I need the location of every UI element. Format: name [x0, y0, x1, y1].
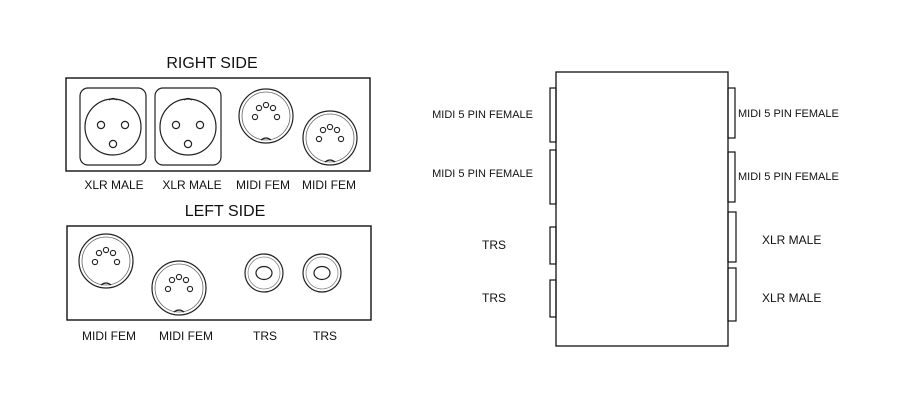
right-port-label-2: MIDI 5 PIN FEMALE [738, 171, 839, 183]
left-port-tab-3 [549, 226, 557, 265]
left-label-2: MIDI FEM [159, 329, 213, 343]
trs-jack-2 [302, 253, 342, 293]
right-label-1: XLR MALE [84, 178, 143, 192]
midi-female-connector-2 [302, 110, 358, 166]
right-port-tab-3 [727, 211, 737, 263]
right-label-2: XLR MALE [162, 178, 221, 192]
right-label-4: MIDI FEM [302, 178, 356, 192]
midi-female-connector-3 [78, 233, 134, 289]
xlr-male-connector-1 [79, 87, 147, 166]
right-side-title: RIGHT SIDE [166, 55, 257, 72]
trs-jack-1 [244, 253, 284, 293]
right-port-tab-2 [727, 151, 736, 203]
midi-female-connector-4 [151, 260, 207, 316]
midi-female-connector-1 [238, 88, 294, 144]
left-label-3: TRS [253, 329, 277, 343]
left-port-label-1: MIDI 5 PIN FEMALE [432, 109, 533, 121]
left-port-tab-2 [549, 149, 557, 205]
left-side-title: LEFT SIDE [185, 203, 266, 220]
left-port-label-2: MIDI 5 PIN FEMALE [432, 168, 533, 180]
right-label-3: MIDI FEM [236, 178, 290, 192]
left-port-label-4: TRS [482, 291, 506, 305]
left-label-4: TRS [313, 329, 337, 343]
right-port-label-3: XLR MALE [762, 233, 821, 247]
left-port-label-3: TRS [482, 238, 506, 252]
xlr-male-connector-2 [154, 87, 222, 166]
left-port-tab-4 [549, 279, 557, 318]
right-port-tab-4 [727, 267, 737, 322]
left-port-tab-1 [549, 87, 557, 143]
right-port-tab-1 [727, 87, 736, 139]
left-side-panel [66, 225, 372, 321]
right-port-label-1: MIDI 5 PIN FEMALE [738, 108, 839, 120]
right-side-panel [65, 77, 371, 172]
right-port-label-4: XLR MALE [762, 291, 821, 305]
enclosure-box [555, 71, 729, 347]
left-label-1: MIDI FEM [82, 329, 136, 343]
